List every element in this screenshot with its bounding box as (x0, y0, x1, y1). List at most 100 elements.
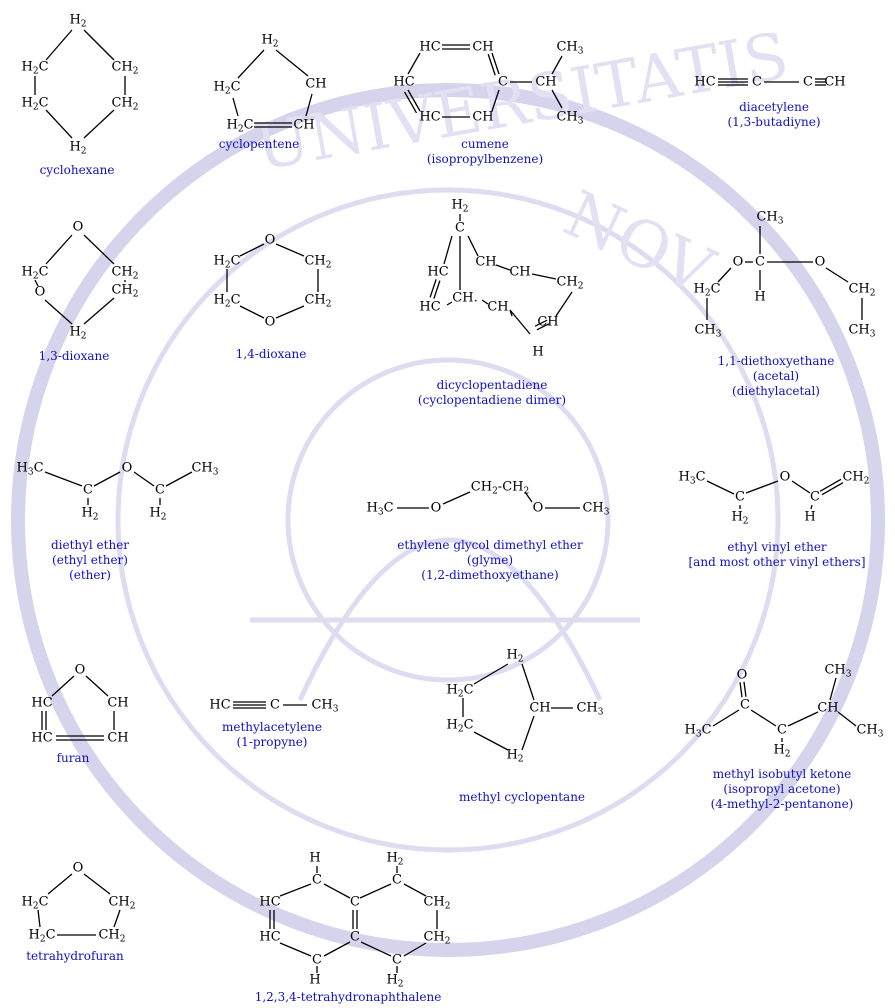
caption-line: 1,3-dioxane (38, 349, 110, 363)
caption-line: diacetylene (739, 100, 809, 114)
atom-label: HC (31, 730, 53, 746)
atom-label: H2 (506, 647, 524, 665)
caption-furan: furan (57, 751, 90, 766)
atom-label: CH2 (423, 894, 451, 912)
caption-line: (ether) (69, 568, 111, 582)
bond-tetralin-2 (323, 883, 351, 899)
bond-diethylether-1 (93, 471, 121, 487)
bond-ethylvinylether-3 (819, 478, 842, 492)
bond-dicyclopentadiene-2 (467, 235, 479, 257)
atom-label: H (309, 972, 321, 988)
bond-acetal-5 (825, 267, 849, 283)
bond-dicyclopentadiene-11 (509, 309, 513, 317)
atom-label: HC (419, 299, 441, 315)
caption-cumene: cumene(isopropylbenzene) (427, 137, 543, 167)
caption-line: (1,3-butadiyne) (727, 115, 821, 129)
atom-label: O (264, 232, 276, 248)
bond-dicyclopentadiene-6 (429, 279, 437, 298)
caption-line: cumene (461, 137, 509, 151)
atom-label: O (34, 284, 46, 300)
atom-label: CH2 (98, 927, 126, 945)
atom-label: CH (107, 695, 129, 711)
caption-diacetylene: diacetylene(1,3-butadiyne) (727, 100, 820, 130)
bond-cyclopentene-2 (232, 97, 239, 117)
bond-dicyclopentadiene-1 (443, 235, 453, 265)
bond-dicyclopentadiene-8 (481, 299, 489, 305)
caption-mibk: methyl isobutyl ketone(isopropyl acetone… (711, 767, 854, 812)
atom-label: CH (529, 700, 551, 716)
atom-label: CH2 (556, 274, 584, 292)
caption-cyclohexane: cyclohexane (40, 163, 115, 178)
atom-label: H3C (678, 469, 706, 487)
caption-line: diethyl ether (50, 538, 130, 552)
atom-label: H2C (21, 894, 49, 912)
atom-label: H2 (81, 505, 99, 523)
bond-furan-1 (85, 675, 109, 697)
bond-mibk-5 (837, 711, 857, 727)
atom-label: CH2 (848, 281, 876, 299)
atom-label: H2C (21, 95, 49, 113)
atom-label: O (814, 254, 826, 270)
atom-label: C (350, 894, 360, 910)
atom-label: O (532, 500, 544, 516)
bond-cumene-8 (551, 89, 563, 109)
atom-label: CH3 (191, 460, 219, 478)
bond-mibk-4 (829, 677, 837, 701)
caption-line: methyl cyclopentane (458, 790, 586, 804)
caption-line: (isopropylbenzene) (426, 152, 544, 166)
atom-label: CH (817, 700, 839, 716)
atom-label: CH (107, 730, 129, 746)
atom-label: C (498, 74, 508, 90)
atom-label: CH3 (576, 700, 604, 718)
atom-label: CH2 (111, 282, 139, 300)
atom-label: CH (475, 254, 497, 270)
bond-cumene-2 (491, 52, 500, 75)
caption-line: (1-propyne) (236, 735, 308, 749)
atom-label: O (264, 314, 276, 330)
atom-label: H2 (261, 32, 279, 50)
atom-label: O (121, 460, 133, 476)
bond-cumene-2 (487, 54, 496, 76)
atom-label: CH (472, 39, 494, 55)
atom-label: CH2 (111, 59, 139, 77)
atom-label: H3C (16, 460, 44, 478)
atom-label: CH (293, 117, 315, 133)
atom-label: C (312, 952, 322, 968)
atom-label: H (754, 289, 766, 305)
bond-dicyclopentadiene-4 (495, 264, 511, 271)
caption-line: 1,1-diethoxyethane (717, 354, 835, 368)
seal-center-ring (285, 357, 611, 683)
atom-label: O (430, 500, 442, 516)
bond-glyme-2 (524, 491, 533, 503)
caption-line: cyclopentene (218, 137, 300, 151)
bond-cyclohexane-5 (83, 109, 115, 139)
atom-label: O (72, 219, 84, 235)
bond-tetralin-3 (359, 883, 392, 899)
bond-cyclohexane-0 (45, 29, 73, 61)
atom-label: C (392, 872, 402, 888)
atom-label: C (803, 74, 813, 90)
bond-mibk-2 (750, 709, 777, 727)
bond-thf-1 (83, 873, 111, 895)
bond-dioxane13-5 (83, 297, 115, 325)
atom-label: HC (419, 39, 441, 55)
atom-label: H2C (213, 253, 241, 271)
bond-thf-0 (47, 873, 73, 895)
caption-cyclopentene: cyclopentene (219, 137, 300, 152)
atom-label: HC (393, 74, 415, 90)
atom-label: CH2 (304, 292, 332, 310)
bond-dioxane14-4 (239, 305, 265, 319)
bond-methylcyclopentane-3 (473, 731, 509, 751)
bond-diethylether-0 (44, 471, 83, 487)
atom-label: CH2 (111, 95, 139, 113)
bond-cyclopentene-0 (237, 49, 265, 79)
atom-label: H2 (69, 12, 87, 30)
bond-cumene-3 (403, 91, 418, 114)
atom-label: H2C (21, 59, 49, 77)
